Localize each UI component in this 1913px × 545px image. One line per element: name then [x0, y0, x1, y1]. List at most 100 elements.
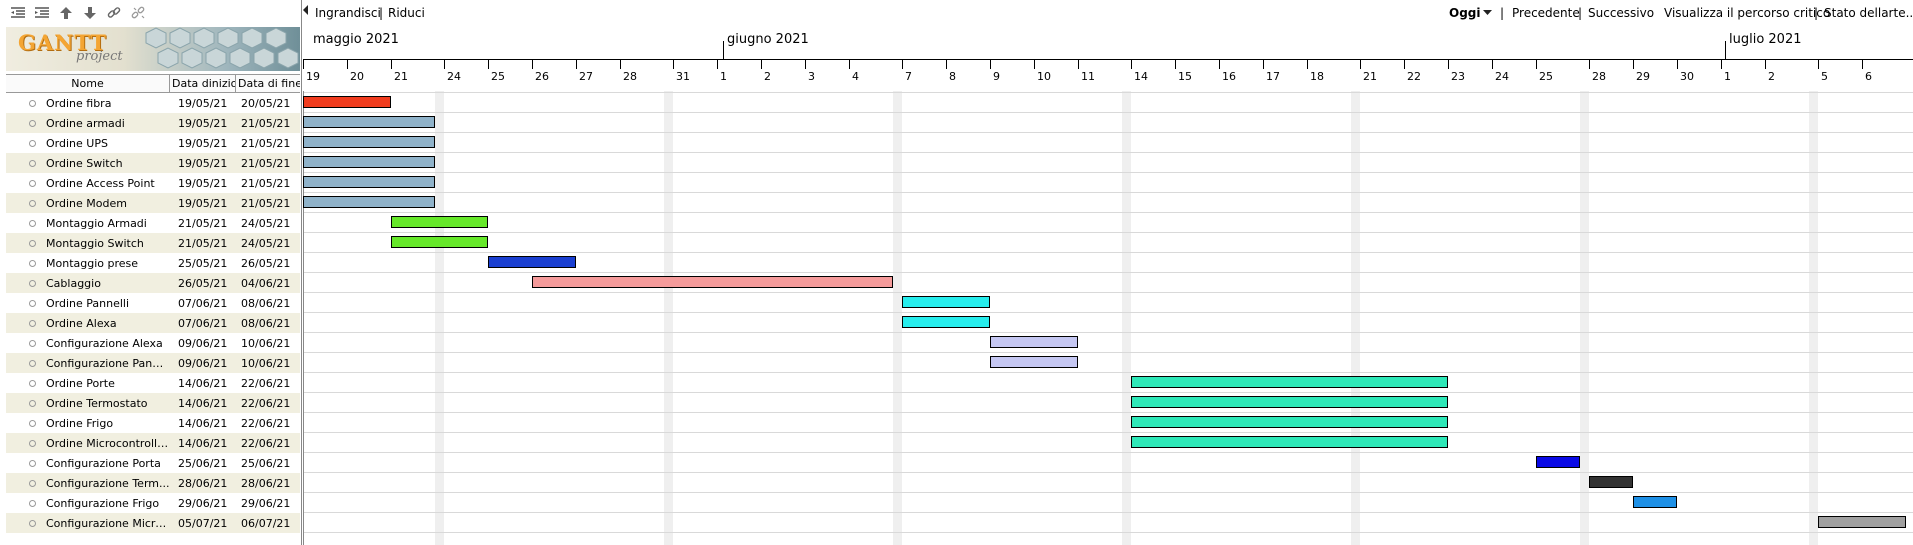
task-row[interactable]: Configurazione Pannelli 09/06/21 10/06/21 — [6, 353, 300, 373]
move-up-icon[interactable] — [56, 3, 76, 23]
task-start-date[interactable]: 19/05/21 — [178, 136, 228, 150]
task-end-date[interactable]: 22/06/21 — [241, 396, 291, 410]
task-bar[interactable] — [303, 156, 435, 168]
collapse-pane-icon[interactable] — [303, 4, 309, 16]
link-icon[interactable] — [104, 3, 124, 23]
task-start-date[interactable]: 28/06/21 — [178, 476, 228, 490]
task-bar[interactable] — [303, 196, 435, 208]
task-bar[interactable] — [488, 256, 576, 268]
task-name-cell[interactable]: Ordine Switch — [6, 157, 170, 170]
task-end-date[interactable]: 10/06/21 — [241, 356, 291, 370]
task-name-cell[interactable]: Configurazione Term... — [6, 477, 170, 490]
task-row[interactable]: Montaggio prese 25/05/21 26/05/21 — [6, 253, 300, 273]
column-header-start[interactable]: Data dinizio — [172, 75, 236, 92]
task-name-cell[interactable]: Ordine Frigo — [6, 417, 170, 430]
task-name-cell[interactable]: Ordine UPS — [6, 137, 170, 150]
task-start-date[interactable]: 07/06/21 — [178, 296, 228, 310]
task-start-date[interactable]: 14/06/21 — [178, 376, 228, 390]
task-bar[interactable] — [391, 236, 488, 248]
zoom-out-link[interactable]: Riduci — [388, 6, 425, 20]
gantt-chart-area[interactable] — [303, 91, 1913, 545]
task-row[interactable]: Ordine Switch 19/05/21 21/05/21 — [6, 153, 300, 173]
task-start-date[interactable]: 19/05/21 — [178, 196, 228, 210]
task-bar[interactable] — [1633, 496, 1677, 508]
task-bar[interactable] — [990, 336, 1078, 348]
task-end-date[interactable]: 22/06/21 — [241, 416, 291, 430]
task-end-date[interactable]: 06/07/21 — [241, 516, 291, 530]
dropdown-arrow-icon[interactable] — [1483, 10, 1492, 16]
task-end-date[interactable]: 28/06/21 — [241, 476, 291, 490]
task-row[interactable]: Configurazione Term... 28/06/21 28/06/21 — [6, 473, 300, 493]
task-end-date[interactable]: 29/06/21 — [241, 496, 291, 510]
task-name-cell[interactable]: Montaggio Armadi — [6, 217, 170, 230]
task-start-date[interactable]: 09/06/21 — [178, 356, 228, 370]
task-bar[interactable] — [1131, 376, 1448, 388]
task-end-date[interactable]: 08/06/21 — [241, 316, 291, 330]
task-start-date[interactable]: 07/06/21 — [178, 316, 228, 330]
task-name-cell[interactable]: Ordine Termostato — [6, 397, 170, 410]
task-end-date[interactable]: 10/06/21 — [241, 336, 291, 350]
task-bar[interactable] — [902, 316, 990, 328]
today-link[interactable]: Oggi — [1449, 6, 1481, 20]
task-name-cell[interactable]: Configurazione Frigo — [6, 497, 170, 510]
task-name-cell[interactable]: Configurazione Pannelli — [6, 357, 170, 370]
indent-icon[interactable] — [32, 3, 52, 23]
unlink-icon[interactable] — [128, 3, 148, 23]
task-bar[interactable] — [902, 296, 990, 308]
task-bar[interactable] — [1131, 436, 1448, 448]
task-bar[interactable] — [303, 96, 391, 108]
task-bar[interactable] — [1589, 476, 1633, 488]
task-end-date[interactable]: 08/06/21 — [241, 296, 291, 310]
task-end-date[interactable]: 04/06/21 — [241, 276, 291, 290]
task-start-date[interactable]: 14/06/21 — [178, 396, 228, 410]
task-name-cell[interactable]: Ordine Microcontrollo... — [6, 437, 170, 450]
task-row[interactable]: Cablaggio 26/05/21 04/06/21 — [6, 273, 300, 293]
task-bar[interactable] — [1131, 396, 1448, 408]
task-end-date[interactable]: 24/05/21 — [241, 236, 291, 250]
task-start-date[interactable]: 25/05/21 — [178, 256, 228, 270]
task-bar[interactable] — [303, 136, 435, 148]
baseline-state-link[interactable]: Stato dellarte... — [1824, 6, 1913, 20]
task-name-cell[interactable]: Montaggio Switch — [6, 237, 170, 250]
column-header-end[interactable]: Data di fine — [238, 77, 300, 90]
task-start-date[interactable]: 26/05/21 — [178, 276, 228, 290]
task-end-date[interactable]: 21/05/21 — [241, 196, 291, 210]
task-row[interactable]: Montaggio Armadi 21/05/21 24/05/21 — [6, 213, 300, 233]
task-start-date[interactable]: 19/05/21 — [178, 116, 228, 130]
task-end-date[interactable]: 24/05/21 — [241, 216, 291, 230]
task-name-cell[interactable]: Ordine Access Point — [6, 177, 170, 190]
move-down-icon[interactable] — [80, 3, 100, 23]
task-end-date[interactable]: 21/05/21 — [241, 156, 291, 170]
task-name-cell[interactable]: Cablaggio — [6, 277, 170, 290]
task-end-date[interactable]: 26/05/21 — [241, 256, 291, 270]
task-name-cell[interactable]: Montaggio prese — [6, 257, 170, 270]
task-start-date[interactable]: 19/05/21 — [178, 156, 228, 170]
outdent-icon[interactable] — [8, 3, 28, 23]
task-row[interactable]: Ordine Access Point 19/05/21 21/05/21 — [6, 173, 300, 193]
task-end-date[interactable]: 21/05/21 — [241, 176, 291, 190]
task-start-date[interactable]: 21/05/21 — [178, 216, 228, 230]
task-start-date[interactable]: 14/06/21 — [178, 436, 228, 450]
task-name-cell[interactable]: Ordine Porte — [6, 377, 170, 390]
zoom-in-link[interactable]: Ingrandisci — [315, 6, 381, 20]
task-start-date[interactable]: 19/05/21 — [178, 176, 228, 190]
task-start-date[interactable]: 21/05/21 — [178, 236, 228, 250]
task-start-date[interactable]: 19/05/21 — [178, 96, 228, 110]
task-end-date[interactable]: 20/05/21 — [241, 96, 291, 110]
task-name-cell[interactable]: Configurazione Alexa — [6, 337, 170, 350]
task-bar[interactable] — [532, 276, 893, 288]
previous-link[interactable]: Precedente — [1512, 6, 1580, 20]
